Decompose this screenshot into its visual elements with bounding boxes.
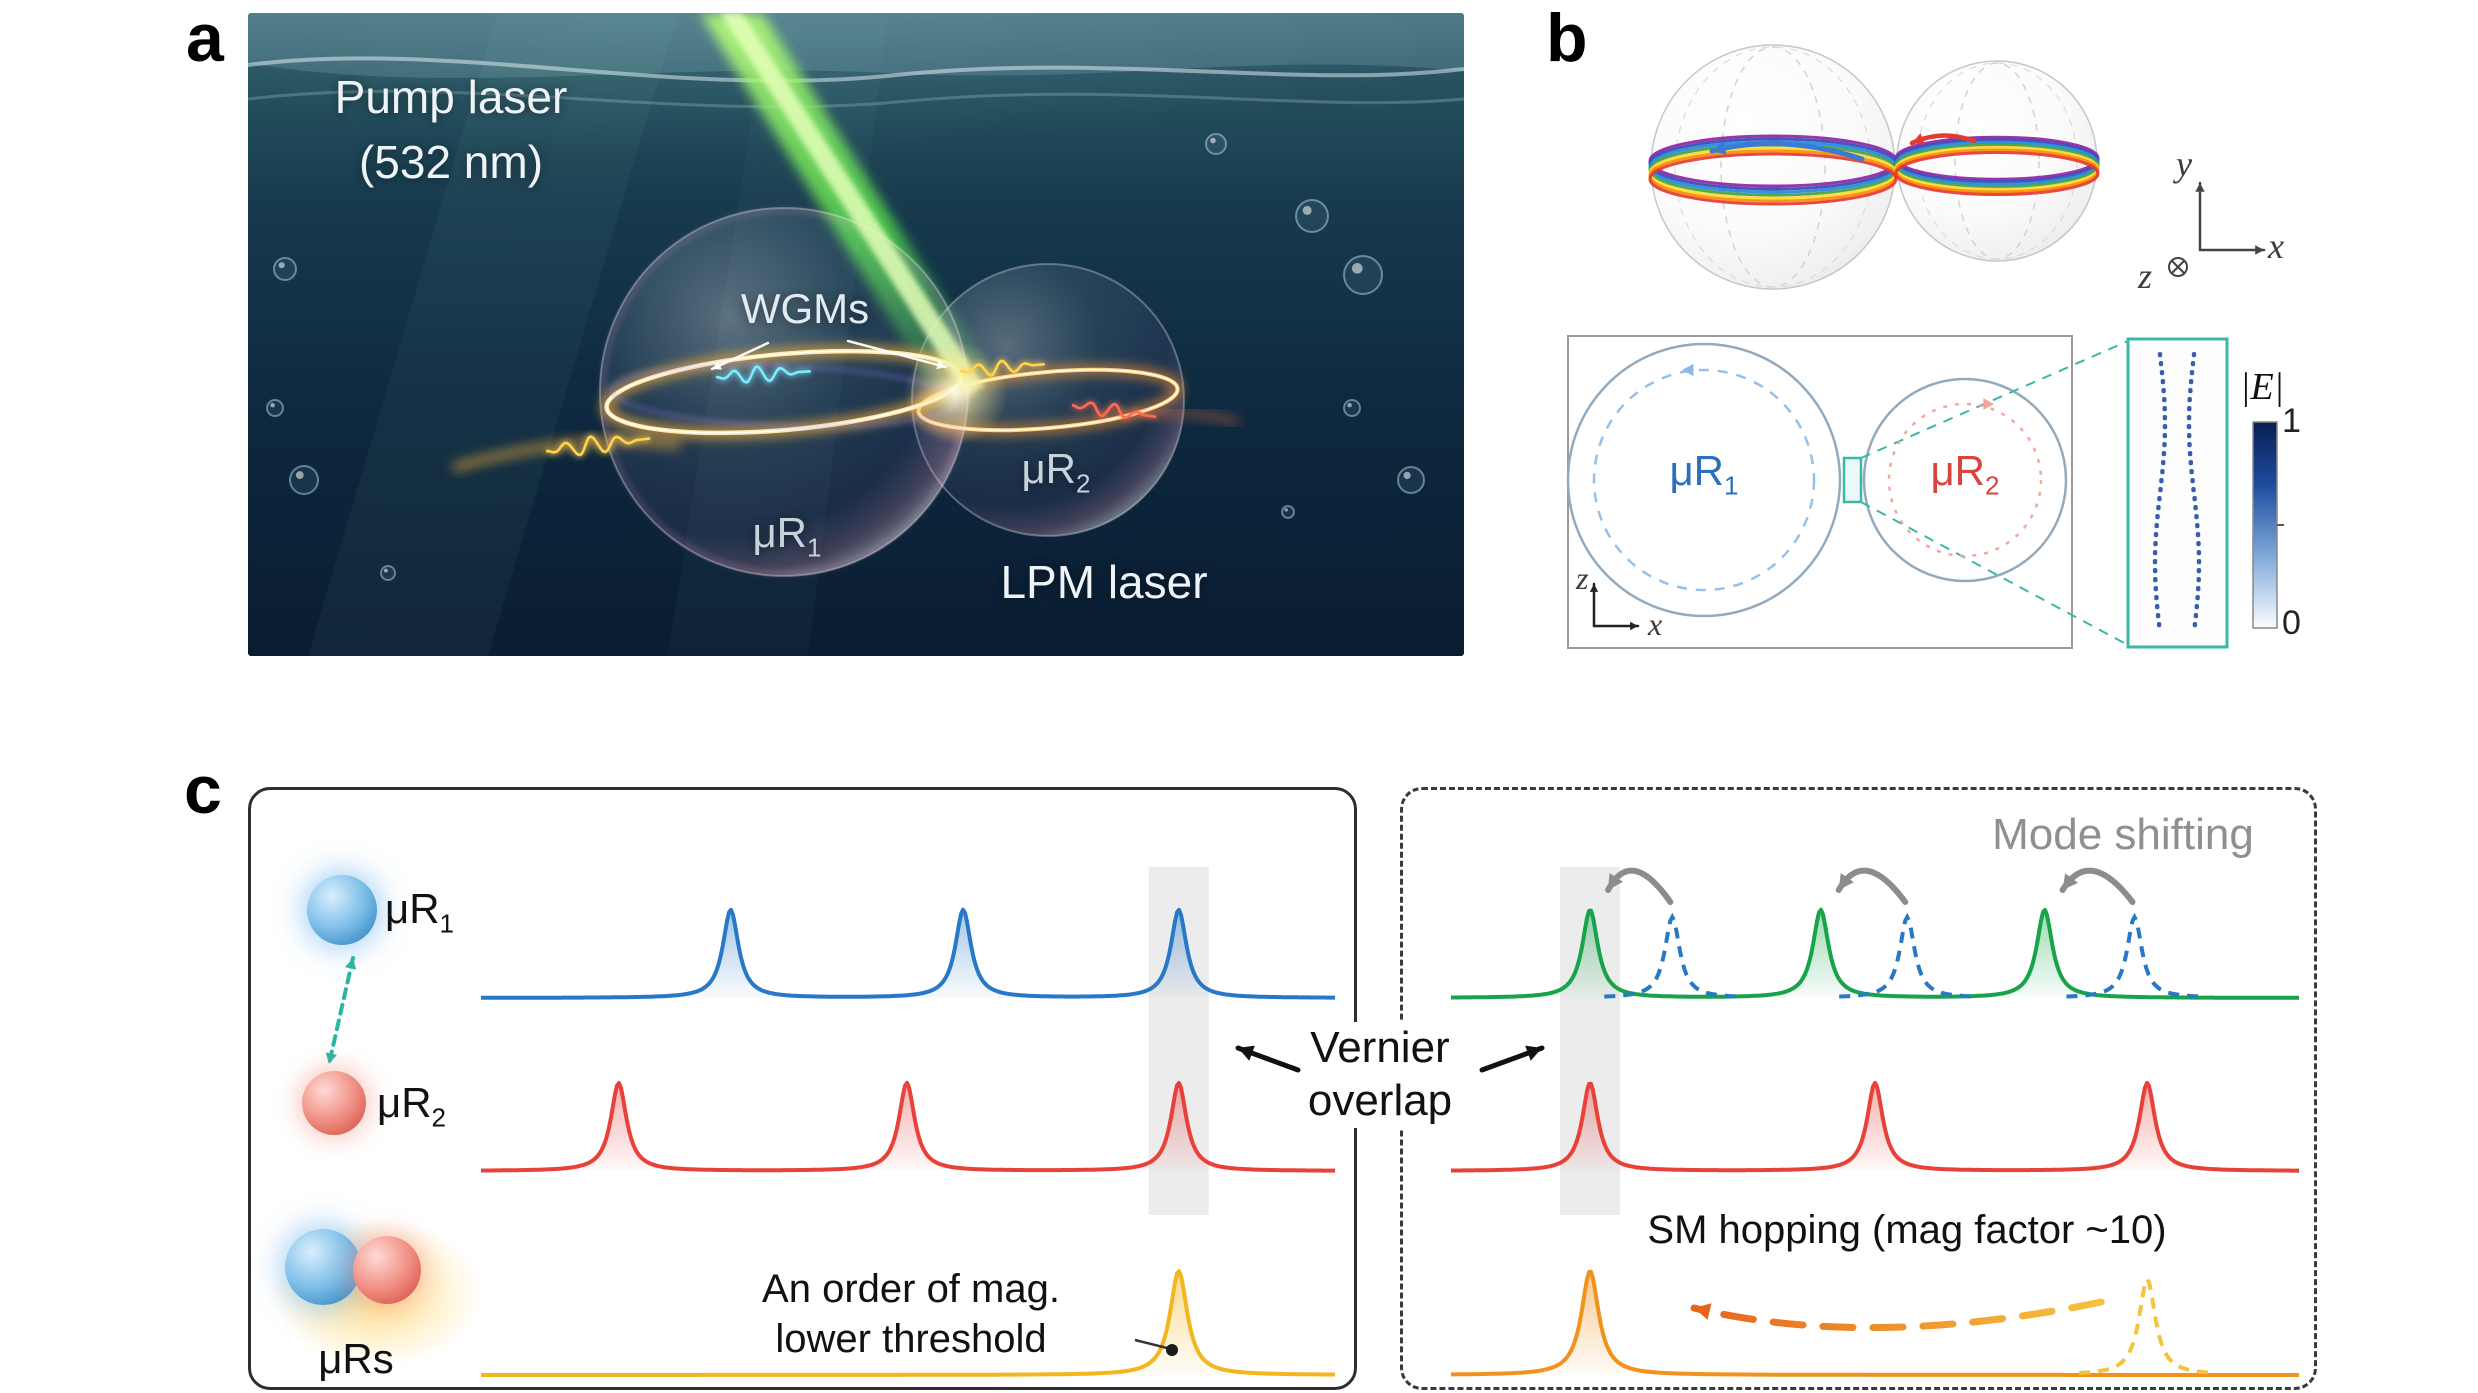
pump-laser-label: Pump laser (532 nm) (334, 71, 568, 189)
water-surface (248, 13, 1464, 79)
panel-a-ur2-label: μR2 (1021, 445, 1091, 499)
panel-b-label: b (1546, 0, 1588, 76)
spectra-left (481, 867, 1336, 1377)
panel-a-label: a (186, 0, 224, 76)
legend-urs-label: μRs (318, 1335, 394, 1382)
ur1-sphere-icon (307, 875, 377, 945)
sm-hopping-label: SM hopping (mag factor ~10) (1647, 1208, 2167, 1252)
vernier-overlap-label: Vernier overlap (1280, 1022, 1480, 1128)
axis-z-label: z (2138, 256, 2153, 296)
underwater-scene (248, 13, 1464, 656)
panel-a-illustration: Pump laser (532 nm) WGMs μR1 μR2 LPM las… (248, 13, 1464, 656)
wgms-label: WGMs (740, 285, 870, 332)
ur2-sphere-icon (302, 1071, 366, 1135)
sphere-3d-1 (1650, 44, 1896, 290)
coupling-gap (1842, 456, 1863, 504)
field-inset (2126, 337, 2229, 649)
coupled-spheres-3d (1648, 44, 2266, 290)
legend-ur2-label: μR2 (377, 1079, 447, 1133)
urs-red-sphere-icon (353, 1236, 421, 1304)
coupling-arrow-icon (325, 956, 357, 1066)
schematic-axis-x-label: x (1648, 606, 1663, 642)
beam-focus-glow (904, 341, 1008, 445)
sphere-3d-2 (1896, 60, 2098, 262)
axis-y-label: y (2176, 144, 2192, 184)
lpm-laser-label: LPM laser (1000, 556, 1208, 608)
light-shaft (308, 13, 678, 656)
coupled-rings-schematic (1566, 335, 2284, 649)
coupled-spectra-box: μR1 μR2 μRs An order of mag. lower thres… (248, 787, 1357, 1390)
mode-shifting-label: Mode shifting (1992, 810, 2254, 859)
colorbar-max-label: 1 (2282, 402, 2301, 440)
ring-2-outline (1862, 377, 2068, 583)
pump-beam-core (720, 13, 984, 397)
schematic-ur1-label: μR1 (1669, 447, 1739, 501)
schematic-ur2-label: μR2 (1930, 447, 2000, 501)
threshold-pointer-dot (1166, 1344, 1178, 1356)
bubbles (266, 133, 1425, 581)
colorbar-min-label: 0 (2282, 604, 2301, 642)
threshold-annotation: An order of mag. lower threshold (762, 1267, 1060, 1361)
tuning-spectra-box: Mode shifting SM hopping (mag factor ~10… (1400, 787, 2317, 1390)
panel-a-ur1-label: μR1 (752, 509, 822, 563)
z-axis-out-of-plane-icon (2168, 257, 2188, 277)
field-magnitude-label: |E| (2240, 366, 2285, 408)
legend-ur1-label: μR1 (385, 885, 455, 939)
spectra-right (1451, 867, 2299, 1377)
colorbar (2252, 421, 2278, 629)
field-pattern (2152, 352, 2202, 628)
wgm-wavepacket-icons (545, 357, 1157, 459)
axis-x-label: x (2268, 226, 2284, 266)
urs-blue-sphere-icon (285, 1229, 361, 1305)
panel-c-label: c (184, 752, 222, 828)
vernier-arrows (1235, 1045, 1545, 1073)
schematic-axis-z-label: z (1576, 560, 1589, 596)
ring-1-outline (1566, 342, 1842, 618)
wgm-ring (1894, 135, 2100, 196)
